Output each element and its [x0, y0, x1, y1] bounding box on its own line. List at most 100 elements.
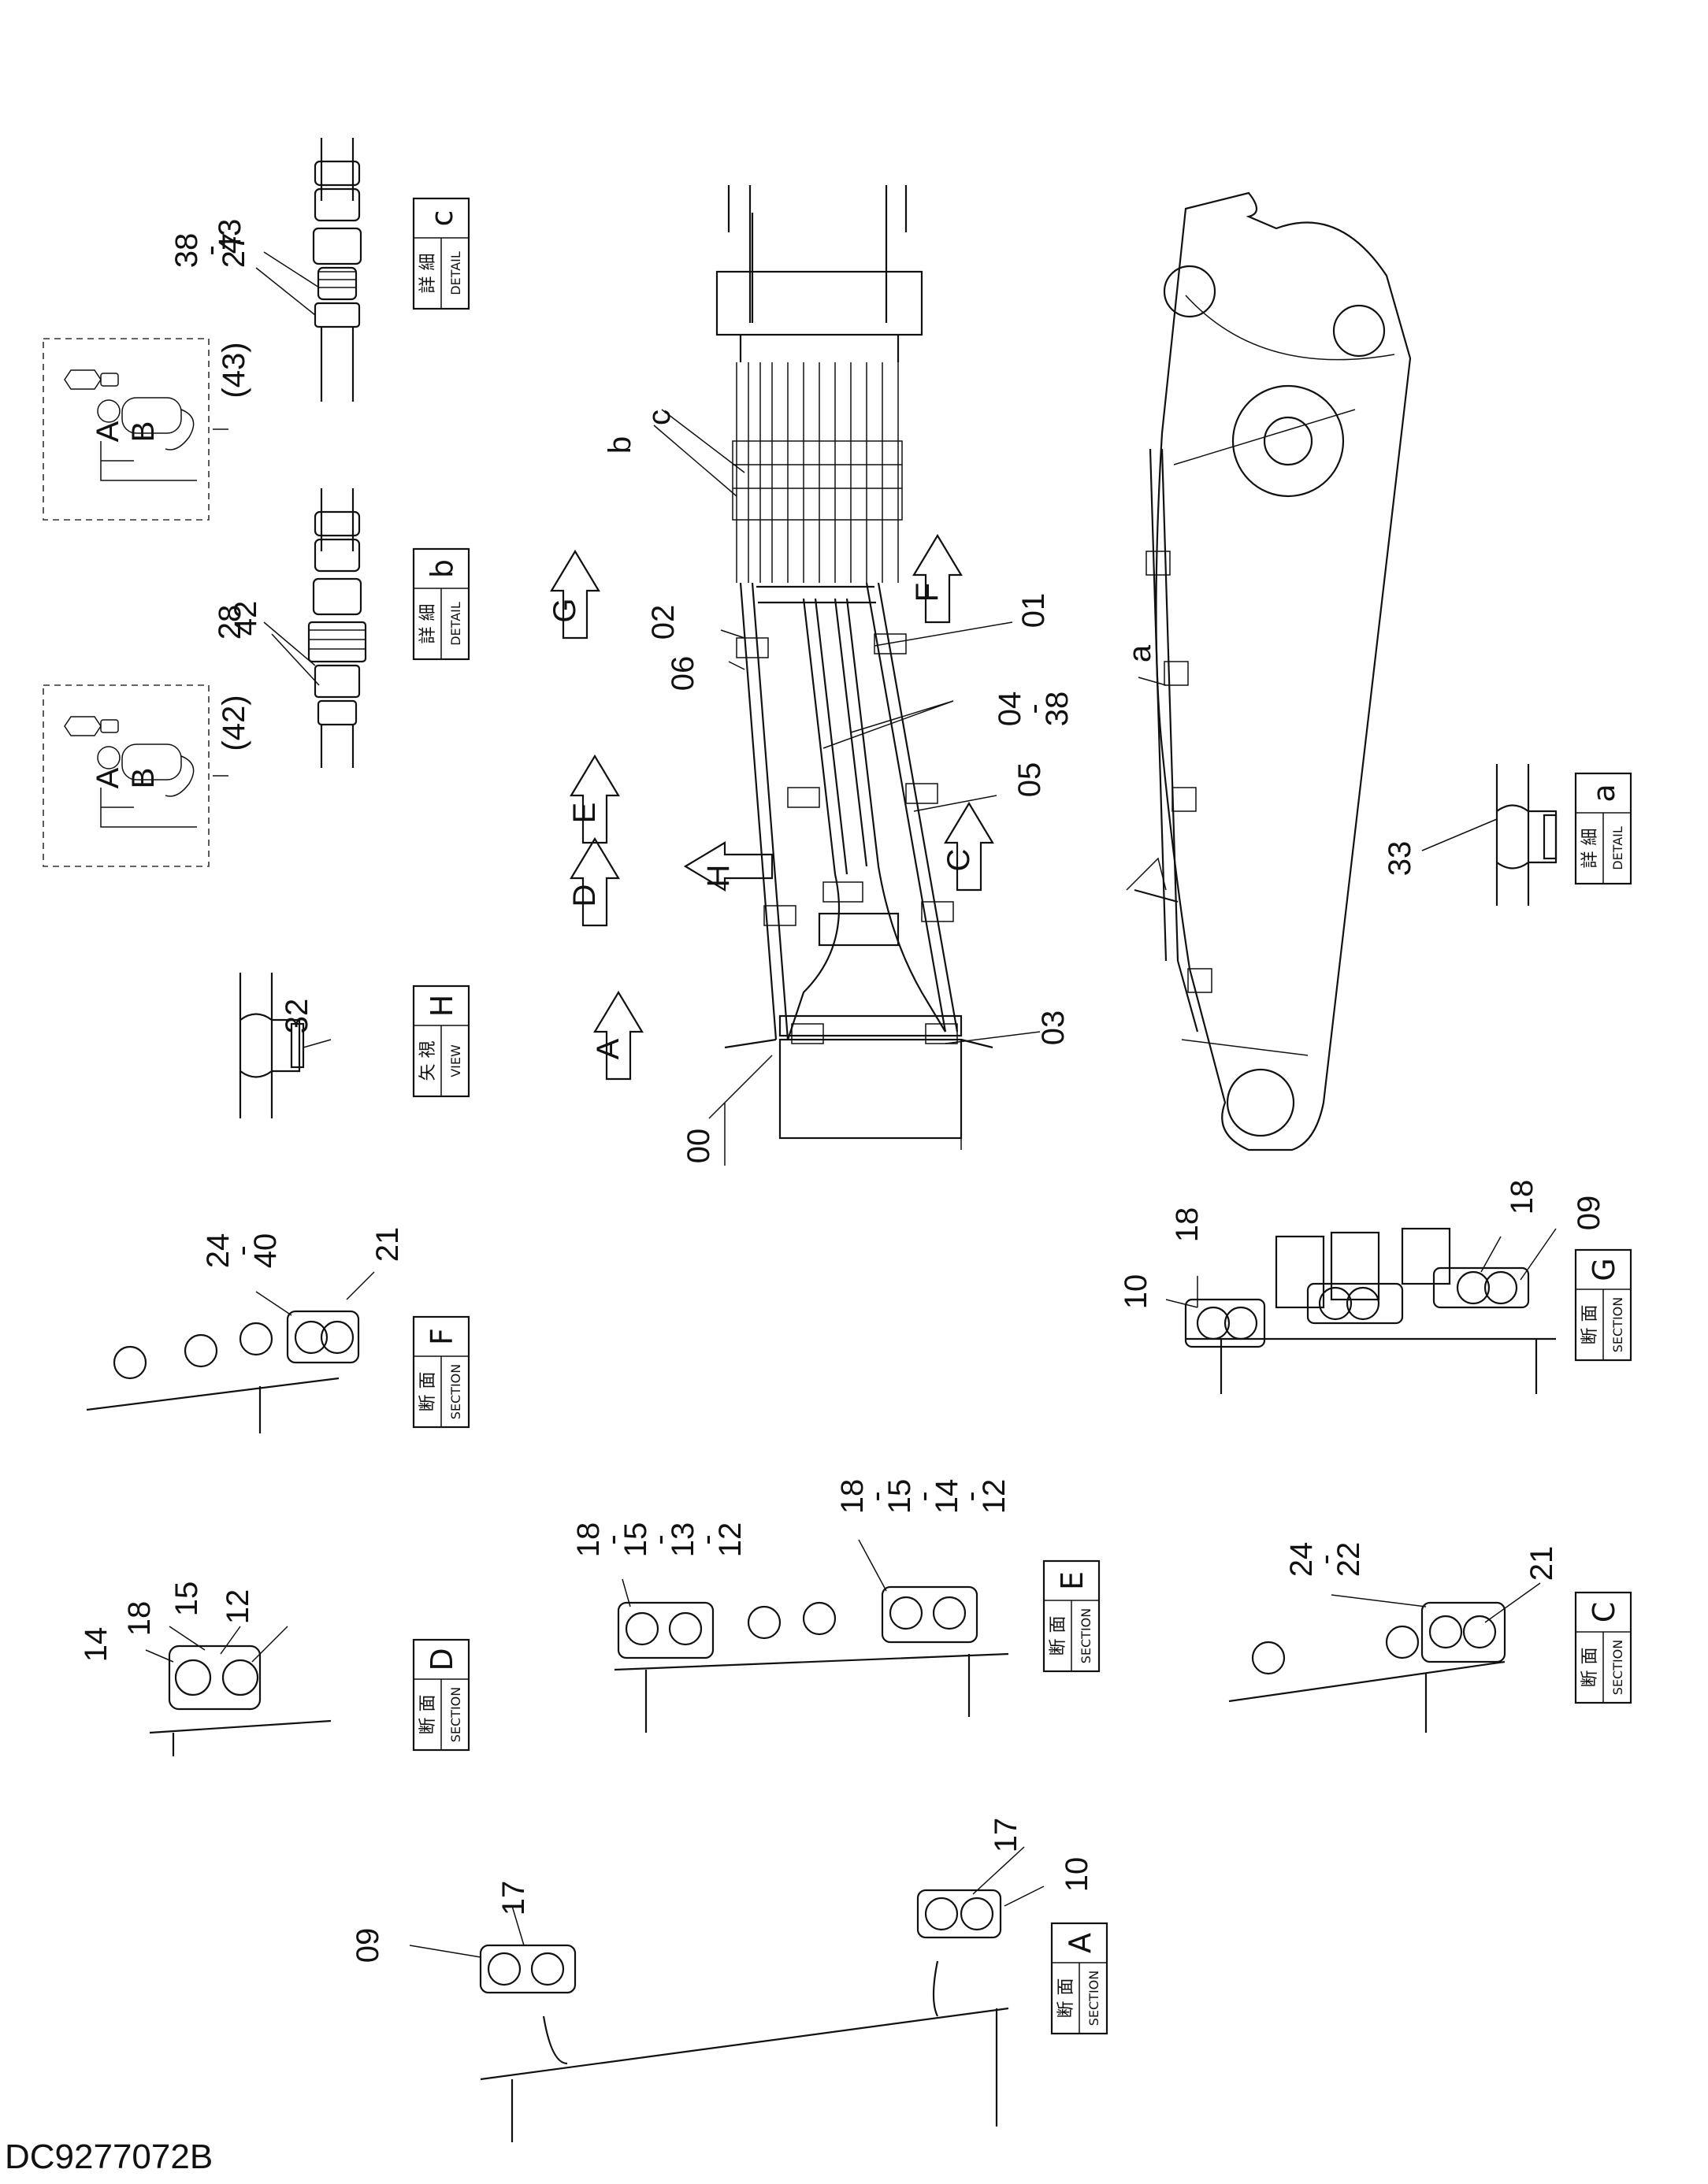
callout-n01: 01	[1016, 593, 1051, 629]
title-box-detail-a: 詳 細 DETAIL a	[1574, 772, 1632, 885]
view-h-fitting	[239, 973, 305, 1118]
callout-n33: 33	[1383, 841, 1417, 877]
svg-text:DETAIL: DETAIL	[1610, 826, 1625, 870]
callout-n06: 06	[666, 656, 700, 692]
svg-text:詳 細: 詳 細	[1580, 829, 1600, 869]
svg-text:SECTION: SECTION	[448, 1364, 463, 1420]
section-e-drawing	[614, 1585, 1009, 1733]
callout-n18_15_14_12: 18-15-14-12	[835, 1479, 1012, 1515]
callout-n09b: 09	[351, 1928, 385, 1963]
svg-text:E: E	[567, 803, 602, 824]
boom-piping-top-view	[715, 185, 993, 1166]
callout-n18c: 18	[122, 1601, 157, 1637]
svg-text:F: F	[910, 583, 945, 602]
svg-text:SECTION: SECTION	[1086, 1971, 1101, 2026]
callout-lB2: B	[126, 768, 161, 789]
svg-text:DETAIL: DETAIL	[448, 251, 463, 295]
callout-n17a: 17	[496, 1881, 531, 1916]
callout-lB: B	[126, 421, 161, 443]
section-g-drawing	[1184, 1227, 1556, 1394]
cap-detail-box-42	[43, 684, 210, 867]
svg-text:断 面: 断 面	[1580, 1648, 1600, 1688]
callout-n04_38: 04-38	[993, 692, 1075, 727]
svg-text:DETAIL: DETAIL	[448, 602, 463, 646]
callout-n12: 12	[221, 1589, 255, 1625]
svg-text:断 面: 断 面	[1580, 1305, 1600, 1345]
title-box-section-d: 断 面 SECTION D	[412, 1638, 470, 1752]
title-box-section-g: 断 面 SECTION G	[1574, 1248, 1632, 1362]
callout-a: a	[1123, 644, 1157, 662]
svg-text:SECTION: SECTION	[448, 1687, 463, 1743]
svg-text:VIEW: VIEW	[448, 1044, 463, 1077]
callout-n10: 10	[1119, 1274, 1153, 1310]
section-d-drawing	[149, 1644, 332, 1756]
svg-text:断 面: 断 面	[418, 1695, 438, 1735]
svg-text:A: A	[591, 1038, 626, 1059]
svg-text:E: E	[1055, 1571, 1090, 1590]
callout-n38_27: 38-27	[169, 233, 251, 269]
callout-n17b: 17	[989, 1818, 1023, 1853]
callout-n18_15_13_12: 18-15-13-12	[571, 1522, 748, 1558]
view-arrow-g: G	[548, 549, 600, 640]
svg-text:G: G	[548, 598, 582, 622]
svg-text:H: H	[425, 995, 459, 1018]
callout-p42: (42)	[217, 695, 251, 751]
svg-text:D: D	[425, 1648, 459, 1670]
callout-n18a: 18	[1170, 1207, 1205, 1243]
boom-side-view	[1126, 191, 1412, 1151]
drawing-code: DC9277072B	[5, 2138, 214, 2176]
svg-text:断 面: 断 面	[418, 1372, 438, 1412]
view-arrow-h: H	[683, 841, 774, 892]
svg-text:C: C	[941, 849, 976, 872]
svg-text:C: C	[1587, 1602, 1621, 1623]
view-arrow-e: E	[567, 754, 620, 844]
svg-text:A: A	[1063, 1933, 1097, 1953]
title-box-view-h: 矢 視 VIEW H	[412, 984, 470, 1098]
view-arrow-c: C	[941, 801, 994, 892]
svg-text:a: a	[1587, 784, 1621, 802]
detail-c-hose-coupler	[312, 138, 362, 402]
view-arrow-a: A	[591, 990, 644, 1081]
callout-n32: 32	[280, 999, 314, 1034]
callout-n02: 02	[646, 605, 681, 640]
detail-a-fitting	[1495, 764, 1558, 906]
callout-n10b: 10	[1060, 1857, 1094, 1893]
svg-text:断 面: 断 面	[1056, 1978, 1076, 2019]
svg-text:SECTION: SECTION	[1610, 1297, 1625, 1353]
callout-n18b: 18	[1505, 1180, 1539, 1215]
leader-lines	[145, 251, 1557, 1958]
svg-text:断 面: 断 面	[1049, 1616, 1068, 1656]
title-box-detail-b: 詳 細 DETAIL b	[412, 547, 470, 661]
svg-text:D: D	[567, 884, 602, 907]
view-arrow-f: F	[910, 533, 963, 624]
title-box-detail-c: 詳 細 DETAIL c	[412, 197, 470, 310]
callout-n09: 09	[1572, 1196, 1606, 1231]
callout-n42: 42	[228, 601, 263, 636]
svg-text:SECTION: SECTION	[1079, 1608, 1093, 1664]
callout-n43: 43	[213, 219, 247, 254]
callout-n24_40: 24-40	[201, 1233, 283, 1269]
svg-text:H: H	[701, 865, 736, 888]
svg-text:c: c	[425, 210, 459, 227]
title-box-section-a: 断 面 SECTION A	[1050, 1922, 1108, 2035]
callout-n03: 03	[1036, 1010, 1071, 1046]
svg-text:詳 細: 詳 細	[418, 604, 438, 644]
svg-text:SECTION: SECTION	[1610, 1640, 1625, 1696]
section-a-drawing	[479, 1889, 1009, 2142]
svg-text:詳 細: 詳 細	[418, 254, 438, 294]
svg-text:F: F	[425, 1328, 459, 1345]
callout-n21: 21	[370, 1227, 405, 1263]
svg-text:b: b	[425, 559, 459, 578]
title-box-section-f: 断 面 SECTION F	[412, 1315, 470, 1429]
callout-n14: 14	[79, 1627, 113, 1663]
section-f-drawing	[86, 1310, 360, 1433]
svg-text:矢 視: 矢 視	[418, 1041, 438, 1081]
section-c-drawing	[1228, 1601, 1506, 1733]
callout-n00: 00	[681, 1129, 716, 1164]
cap-detail-box-43	[43, 338, 210, 521]
title-box-section-e: 断 面 SECTION E	[1042, 1559, 1101, 1673]
callout-n05: 05	[1012, 762, 1047, 798]
callout-c: c	[642, 410, 677, 425]
callout-n28: 28	[213, 605, 247, 640]
